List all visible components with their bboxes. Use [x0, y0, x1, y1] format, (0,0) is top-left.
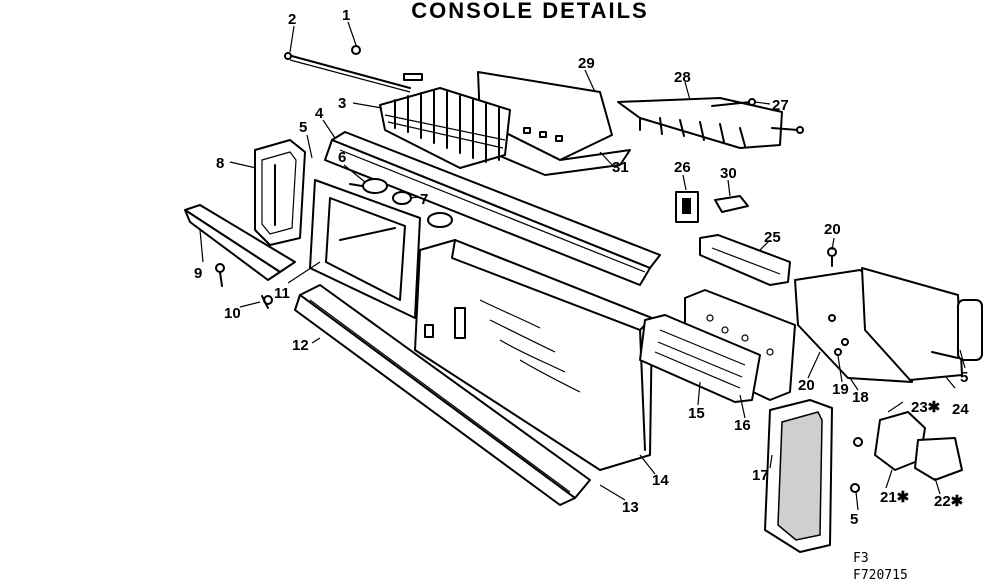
label-part-23: 23✱ [911, 399, 941, 416]
label-part-7: 7 [420, 191, 428, 208]
relay-assembly [850, 411, 963, 493]
switch-bracket [617, 97, 783, 149]
label-part-20-lower: 20 [798, 377, 815, 394]
lower-screws [215, 263, 273, 309]
label-part-30: 30 [720, 165, 737, 182]
label-part-10: 10 [224, 305, 241, 322]
label-part-17: 17 [752, 467, 769, 484]
label-part-9: 9 [194, 265, 202, 282]
diagram-title: CONSOLE DETAILS [411, 0, 649, 23]
screw-part [351, 45, 423, 81]
label-part-29: 29 [578, 55, 595, 72]
upper-trim-strip [324, 131, 661, 286]
label-part-16: 16 [734, 417, 751, 434]
label-part-5-right: 5 [960, 369, 968, 386]
label-part-31: 31 [612, 159, 629, 176]
label-part-14: 14 [652, 472, 669, 489]
label-part-3: 3 [338, 95, 346, 112]
label-part-25: 25 [764, 229, 781, 246]
label-part-28: 28 [674, 69, 691, 86]
label-part-21: 21✱ [880, 489, 910, 506]
label-part-22: 22✱ [934, 493, 964, 510]
label-part-26: 26 [674, 159, 691, 176]
label-part-12: 12 [292, 337, 309, 354]
mount-screw [827, 247, 837, 267]
rocker-switch [675, 191, 699, 223]
timer-board [699, 234, 791, 286]
label-part-15: 15 [688, 405, 705, 422]
window-frame [309, 179, 421, 319]
bracket-screws [711, 98, 804, 134]
footer-code-line2: F720715 [853, 568, 908, 583]
part-labels: 2 1 3 4 5 8 6 7 9 10 11 12 13 14 15 16 1… [194, 7, 969, 528]
footer-code-line1: F3 [853, 551, 869, 566]
label-part-8: 8 [216, 155, 224, 172]
lamp-socket [349, 178, 453, 228]
label-part-24: 24 [952, 401, 969, 418]
bottom-trim-rail [294, 284, 591, 506]
label-part-5-left: 5 [299, 119, 307, 136]
label-part-2: 2 [288, 11, 296, 28]
right-side-panel [764, 399, 833, 553]
label-part-20-upper: 20 [824, 221, 841, 238]
label-part-18: 18 [852, 389, 869, 406]
label-part-6: 6 [338, 149, 346, 166]
switch-button [714, 195, 749, 213]
clock-timer-housing [861, 267, 983, 381]
label-part-13: 13 [622, 499, 639, 516]
label-part-19: 19 [832, 381, 849, 398]
push-button-switch-bank [379, 87, 511, 169]
leader-lines [199, 21, 966, 511]
label-part-27: 27 [772, 97, 789, 114]
label-part-4: 4 [315, 105, 324, 122]
keypad-frame [639, 314, 761, 403]
console-face-panel [414, 239, 653, 471]
rod-part [284, 52, 411, 93]
lower-left-trim [184, 204, 296, 281]
label-part-1: 1 [342, 7, 350, 24]
left-end-cap [254, 139, 306, 246]
label-part-11: 11 [274, 285, 290, 302]
label-part-5-bottom: 5 [850, 511, 858, 528]
